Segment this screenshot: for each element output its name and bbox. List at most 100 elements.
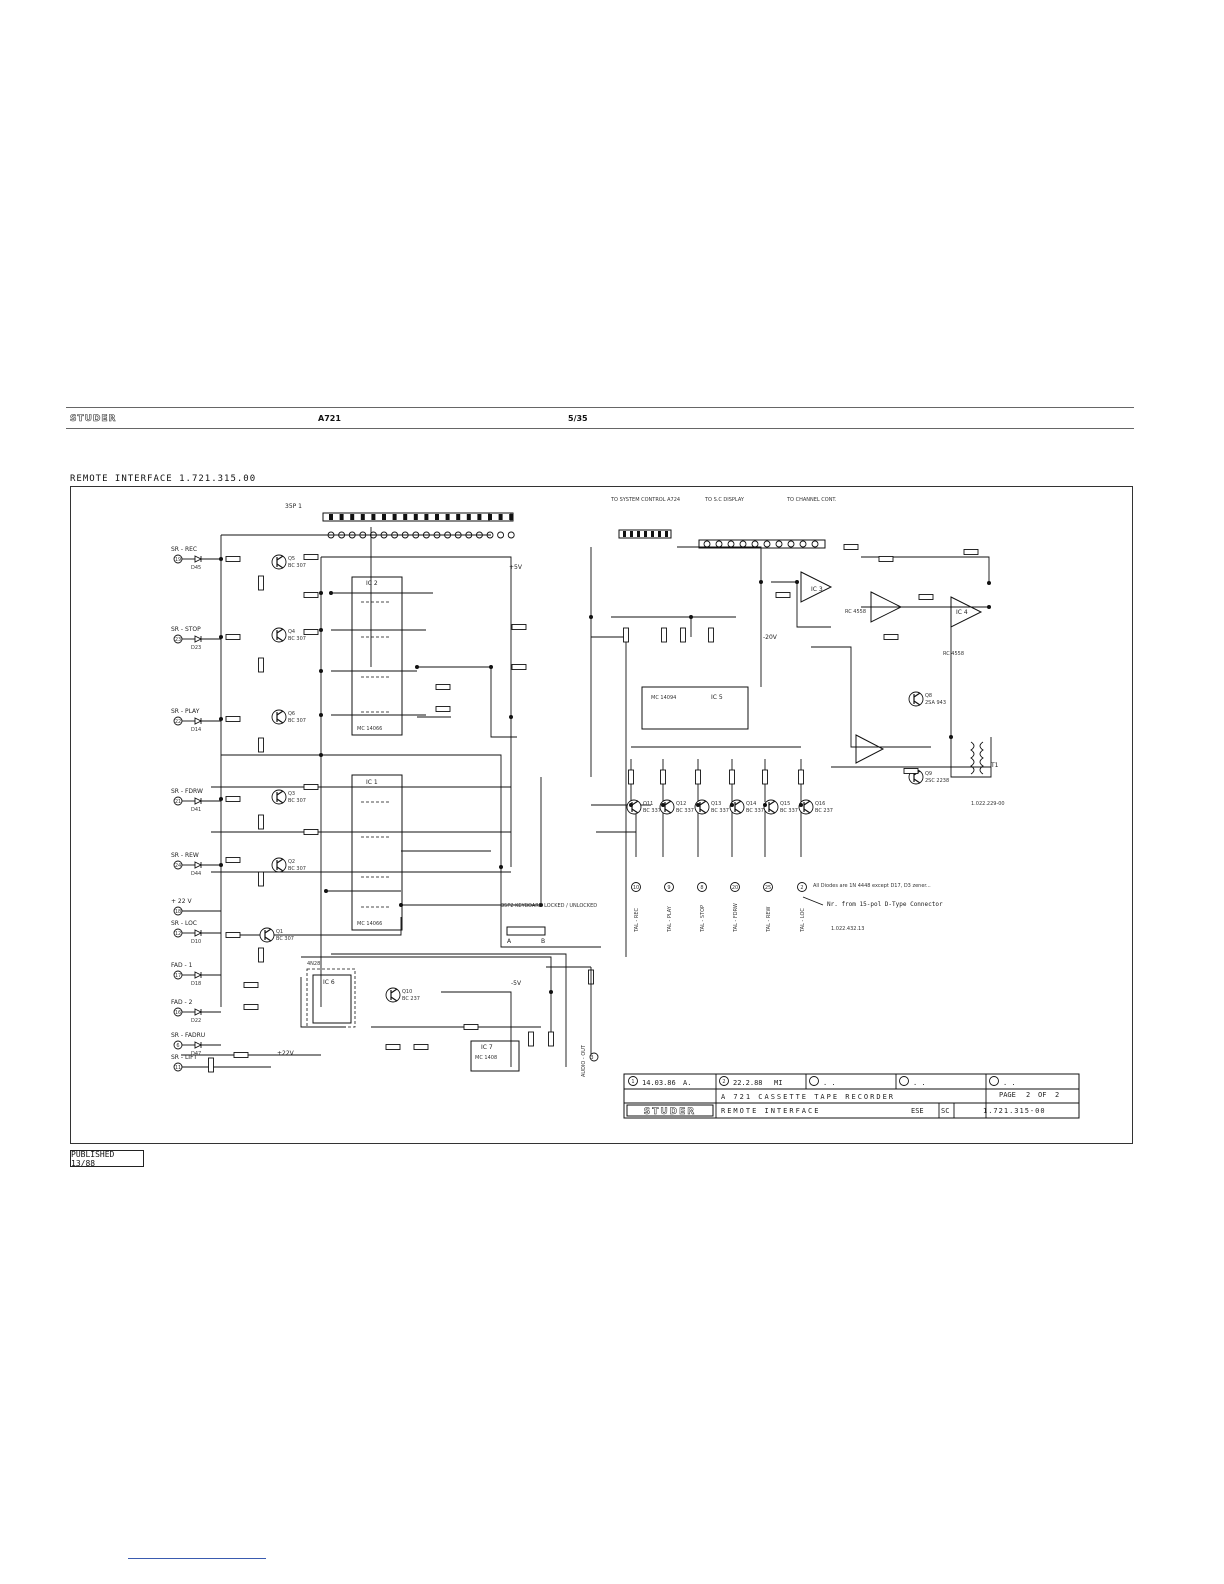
connector-pin bbox=[392, 514, 397, 520]
junction-dot bbox=[319, 713, 323, 717]
connector-pin bbox=[445, 514, 450, 520]
resistor bbox=[435, 706, 451, 712]
resistors bbox=[208, 544, 979, 1073]
transistor-ref: Q6 bbox=[288, 711, 295, 717]
resistor bbox=[225, 716, 241, 722]
resistor bbox=[680, 627, 686, 643]
input-number: 22 bbox=[175, 719, 181, 725]
output-number: 20 bbox=[732, 885, 738, 891]
input-number: 19 bbox=[175, 557, 181, 563]
ic6: IC 6 4N28 bbox=[306, 961, 356, 1028]
header-bottom-rule bbox=[66, 428, 1134, 429]
junction-dot bbox=[319, 591, 323, 595]
revision-circle bbox=[719, 1076, 729, 1086]
output-terminal-circle bbox=[664, 882, 674, 892]
input-number: 18 bbox=[175, 909, 181, 915]
transistor-part: BC 337 bbox=[676, 808, 694, 814]
resistor bbox=[303, 629, 319, 635]
output-number: 25 bbox=[765, 885, 771, 891]
ic4: IC 4 RC 4558 bbox=[855, 596, 983, 764]
supply-minus5v: -5V bbox=[511, 980, 522, 987]
note-leader bbox=[802, 896, 824, 906]
connector-pin bbox=[329, 514, 333, 520]
title-page-of: OF bbox=[1038, 1091, 1046, 1099]
audio-out-num: 3 bbox=[590, 1055, 593, 1061]
junction-dot bbox=[319, 753, 323, 757]
junction-dot bbox=[415, 665, 419, 669]
jumper-pin-b: B bbox=[541, 938, 545, 945]
input-diode-label: D10 bbox=[191, 939, 201, 945]
supply-minus20v: -20V bbox=[763, 634, 778, 641]
transistor-ref: Q14 bbox=[746, 801, 756, 807]
keyboard-jumper: 35P2 KEYBOARD LOCKED / UNLOCKED A B bbox=[501, 903, 597, 945]
title-sc: SC bbox=[941, 1107, 949, 1115]
input-label: SR - LIFT bbox=[171, 1054, 197, 1061]
output-number: 2 bbox=[800, 885, 803, 891]
revision-number: 1 bbox=[631, 1079, 634, 1085]
resistor bbox=[775, 592, 791, 598]
resistor bbox=[528, 1031, 534, 1047]
transistor-ref: Q8 bbox=[925, 693, 932, 699]
output-label: TAL - REC bbox=[634, 908, 640, 933]
title-code: ESE bbox=[911, 1107, 924, 1115]
output-terminal-circle bbox=[730, 882, 740, 892]
header-top-rule bbox=[66, 407, 1134, 408]
connector-pin bbox=[360, 514, 365, 520]
revision-circle bbox=[989, 1076, 999, 1086]
resistor bbox=[258, 814, 264, 830]
input-diode-label: D41 bbox=[191, 807, 201, 813]
transistor-ref: Q15 bbox=[780, 801, 790, 807]
ic3-name: IC 3 bbox=[811, 586, 823, 593]
connector-display-label: TO S.C DISPLAY bbox=[704, 497, 745, 503]
input-label: SR - LOC bbox=[171, 920, 197, 927]
transistor-part: BC 307 bbox=[288, 866, 306, 872]
connector-channel-label: TO CHANNEL CONT. bbox=[786, 497, 837, 503]
connector-system-control-label: TO SYSTEM CONTROL A724 bbox=[610, 497, 680, 503]
ic6-name: IC 6 bbox=[323, 979, 335, 986]
connector-pin bbox=[424, 514, 429, 520]
title-page-num: 2 bbox=[1026, 1091, 1030, 1099]
output-label: TAL - FDRW bbox=[733, 903, 739, 933]
junction-dot bbox=[319, 628, 323, 632]
input-number: 6 bbox=[176, 1043, 179, 1049]
connector-pin-terminal bbox=[787, 540, 795, 548]
connector-pin bbox=[651, 531, 654, 537]
document-title: REMOTE INTERFACE 1.721.315.00 bbox=[70, 474, 257, 484]
output-label: TAL - REW bbox=[766, 907, 772, 933]
connector-35p1-label: 35P 1 bbox=[285, 503, 302, 510]
connector-pin-terminal bbox=[775, 540, 783, 548]
resistor bbox=[798, 769, 804, 785]
resistor bbox=[208, 1057, 214, 1073]
transistor-ref: Q9 bbox=[925, 771, 932, 777]
connector-pin bbox=[382, 514, 386, 520]
connector-pin bbox=[488, 514, 492, 520]
connector-pin bbox=[371, 514, 376, 520]
output-number: 10 bbox=[633, 885, 639, 891]
input-label: FAD - 1 bbox=[171, 962, 193, 969]
connector-pin-terminal bbox=[727, 540, 735, 548]
ic7-part: MC 1408 bbox=[475, 1055, 497, 1061]
ic2-part: MC 14066 bbox=[357, 726, 382, 732]
connector-pin-terminal bbox=[751, 540, 759, 548]
input-diode-label: D18 bbox=[191, 981, 201, 987]
connector-pin-terminal bbox=[703, 540, 711, 548]
output-label: TAL - PLAY bbox=[667, 905, 673, 933]
resistor bbox=[243, 1004, 259, 1010]
output-terminal-circle bbox=[763, 882, 773, 892]
input-number: 11 bbox=[175, 1065, 181, 1071]
revision-circle bbox=[628, 1076, 638, 1086]
resistor bbox=[303, 554, 319, 560]
